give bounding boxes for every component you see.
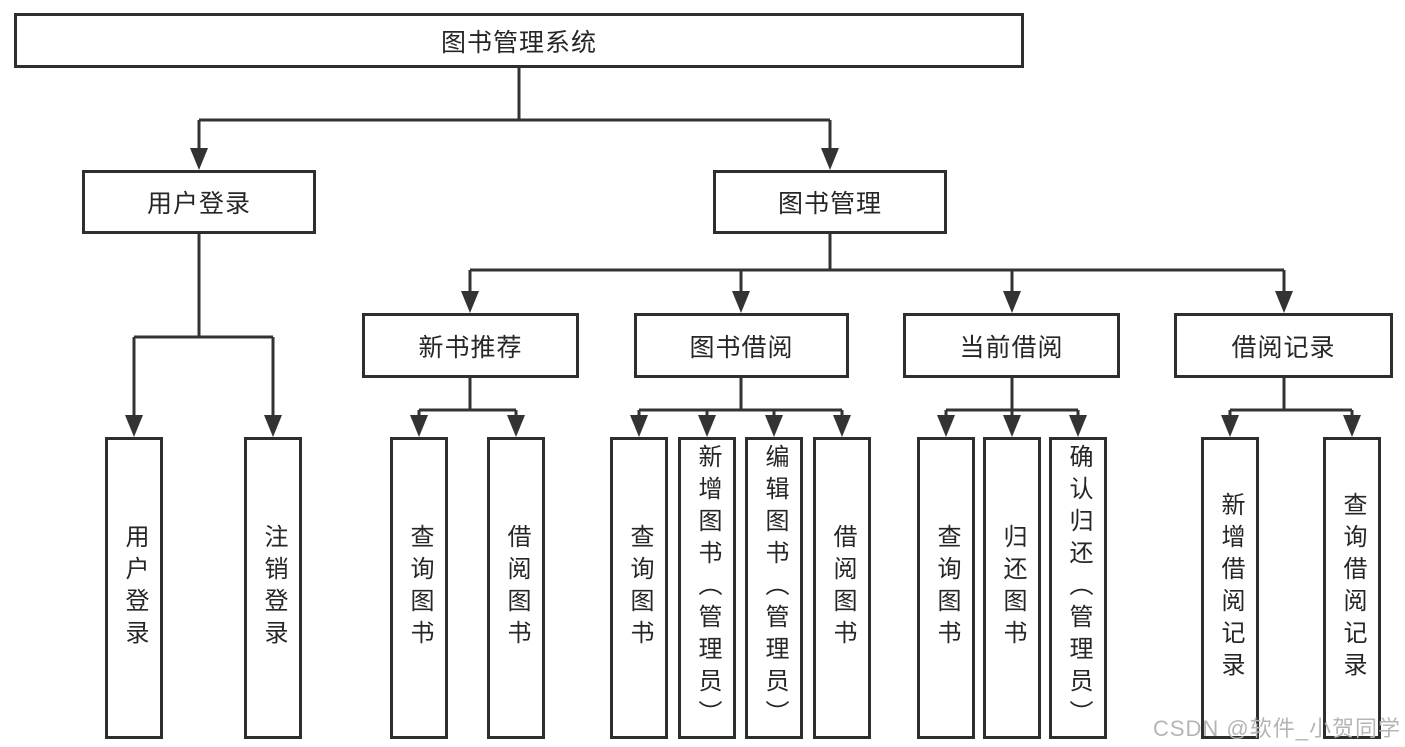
watermark: CSDN @软件_小贺同学 xyxy=(1152,716,1401,741)
leaf-logout-label: 注销登录 xyxy=(260,524,287,652)
leaf-bb-borrow-book-label: 借阅图书 xyxy=(829,524,856,652)
leaf-br-query-record: 查询借阅记录 xyxy=(1323,437,1381,739)
leaf-br-add-record: 新增借阅记录 xyxy=(1201,437,1259,739)
leaf-bb-edit-book-admin-label: 编辑图书（管理员） xyxy=(761,444,788,732)
node-book-management-label: 图书管理 xyxy=(777,190,882,218)
node-book-management: 图书管理 xyxy=(713,170,947,234)
leaf-logout: 注销登录 xyxy=(244,437,302,739)
leaf-user-login-label: 用户登录 xyxy=(121,524,148,652)
node-library-system-label: 图书管理系统 xyxy=(440,28,597,57)
node-current-borrowing: 当前借阅 xyxy=(903,313,1120,378)
arrowheads xyxy=(125,148,1361,437)
leaf-br-query-record-label: 查询借阅记录 xyxy=(1339,492,1366,684)
leaf-cb-query-book-label: 查询图书 xyxy=(933,524,960,652)
leaf-bb-add-book-admin-label: 新增图书（管理员） xyxy=(694,444,721,732)
node-borrow-records-label: 借阅记录 xyxy=(1231,333,1336,362)
leaf-bb-add-book-admin: 新增图书（管理员） xyxy=(678,437,736,739)
leaf-nbr-query-book-label: 查询图书 xyxy=(406,524,433,652)
leaf-cb-confirm-return-admin-label: 确认归还（管理员） xyxy=(1065,444,1092,732)
node-user-login: 用户登录 xyxy=(82,170,316,234)
leaf-nbr-borrow-book: 借阅图书 xyxy=(487,437,545,739)
leaf-bb-edit-book-admin: 编辑图书（管理员） xyxy=(745,437,803,739)
node-library-system: 图书管理系统 xyxy=(14,13,1024,68)
leaf-nbr-query-book: 查询图书 xyxy=(390,437,448,739)
leaf-user-login: 用户登录 xyxy=(105,437,163,739)
node-book-borrowing: 图书借阅 xyxy=(634,313,849,378)
leaf-nbr-borrow-book-label: 借阅图书 xyxy=(503,524,530,652)
node-borrow-records: 借阅记录 xyxy=(1174,313,1393,378)
node-book-borrowing-label: 图书借阅 xyxy=(689,333,794,362)
leaf-cb-query-book: 查询图书 xyxy=(917,437,975,739)
leaf-br-add-record-label: 新增借阅记录 xyxy=(1217,492,1244,684)
node-current-borrowing-label: 当前借阅 xyxy=(959,333,1064,362)
leaf-cb-confirm-return-admin: 确认归还（管理员） xyxy=(1049,437,1107,739)
node-new-book-recommend-label: 新书推荐 xyxy=(418,333,523,362)
node-new-book-recommend: 新书推荐 xyxy=(362,313,579,378)
leaf-bb-query-book: 查询图书 xyxy=(610,437,668,739)
leaf-bb-borrow-book: 借阅图书 xyxy=(813,437,871,739)
leaf-cb-return-book-label: 归还图书 xyxy=(999,524,1026,652)
leaf-bb-query-book-label: 查询图书 xyxy=(626,524,653,652)
leaf-cb-return-book: 归还图书 xyxy=(983,437,1041,739)
node-user-login-label: 用户登录 xyxy=(146,190,251,218)
